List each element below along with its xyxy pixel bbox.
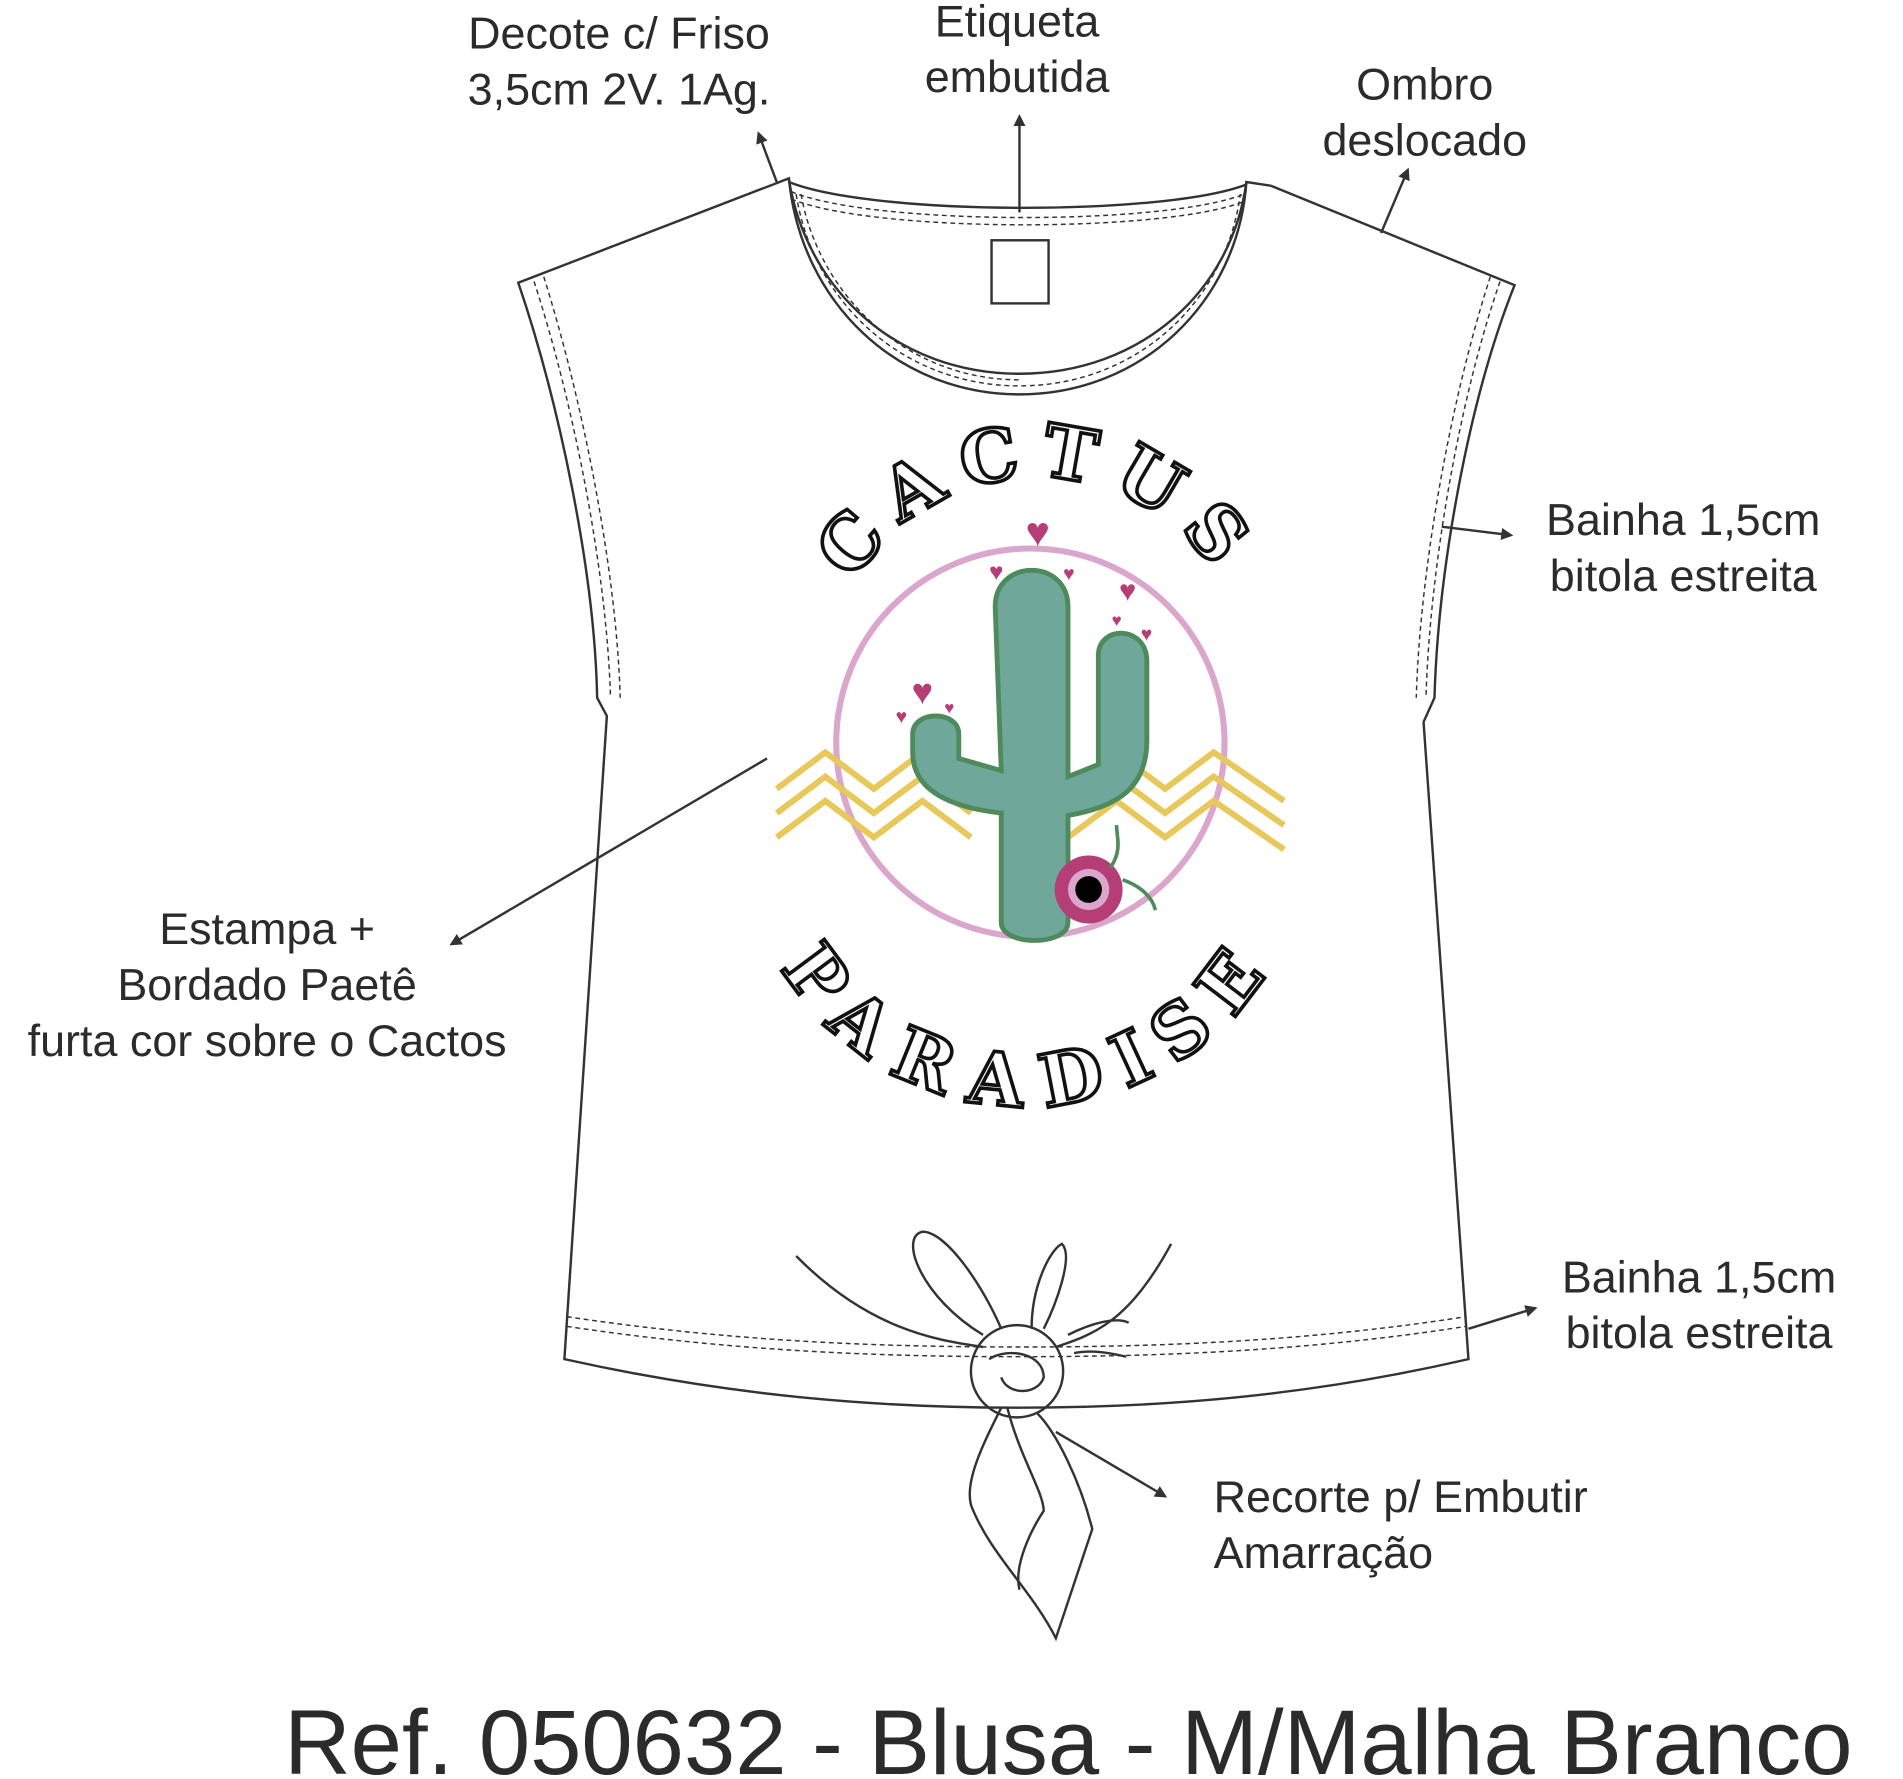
label-bottom-hem: Bainha 1,5cm bitola estreita [1562,1251,1836,1358]
flower-icon [1054,825,1158,924]
print-top-text: CACTUS [800,408,1276,593]
label-line: embutida [925,51,1110,102]
cactus-icon [910,567,1150,943]
label-line: Decote c/ Friso [468,8,770,59]
label-shoulder: Ombro deslocado [1322,59,1527,166]
reference-title: Ref. 050632 - Blusa - M/Malha Branco [284,1691,1852,1779]
callout-arrows [449,114,1538,1498]
label-neckline: Decote c/ Friso 3,5cm 2V. 1Ag. [468,8,771,115]
svg-text:♥: ♥ [989,559,1003,586]
arrow-cutout [1055,1430,1168,1498]
label-line: Estampa + [159,903,375,954]
label-line: Bordado Paetê [117,959,416,1010]
svg-text:♥: ♥ [944,699,954,718]
arrow-shoulder [1379,167,1410,234]
svg-text:♥: ♥ [896,707,908,728]
arrow-print [449,757,768,946]
label-line: Recorte p/ Embutir [1214,1471,1588,1522]
arrow-bottom-hem [1468,1305,1538,1330]
shirt-outline [516,176,1517,1409]
svg-text:♥: ♥ [1063,564,1075,585]
svg-text:♥: ♥ [1141,625,1153,646]
label-line: Ombro [1356,59,1493,110]
svg-text:♥: ♥ [1119,576,1136,608]
label-line: Etiqueta [935,0,1100,46]
cactus-paradise-print: ♥ ♥ ♥ ♥ ♥ ♥ ♥ ♥ ♥ CACTUS PARADISE [763,406,1286,1128]
svg-text:♥: ♥ [1026,509,1051,555]
label-print: Estampa + Bordado Paetê furta cor sobre … [28,903,507,1066]
label-sleeve-hem: Bainha 1,5cm bitola estreita [1546,494,1820,601]
label-cutout: Recorte p/ Embutir Amarração [1214,1471,1588,1578]
tie-knot [795,1230,1173,1642]
svg-text:♥: ♥ [911,672,933,712]
label-line: bitola estreita [1550,550,1817,601]
arrow-sleeve-hem [1441,525,1514,540]
hearts: ♥ ♥ ♥ ♥ ♥ ♥ ♥ ♥ ♥ [896,509,1153,728]
label-line: Amarração [1214,1527,1433,1578]
svg-text:♥: ♥ [1112,611,1122,630]
label-line: 3,5cm 2V. 1Ag. [468,63,771,114]
label-tag-callout: Etiqueta embutida [925,0,1110,102]
arrow-neckline [756,131,778,183]
label-line: furta cor sobre o Cactos [28,1015,507,1066]
label-line: bitola estreita [1566,1307,1833,1358]
label-tag [990,239,1050,305]
label-line: deslocado [1322,114,1527,165]
label-line: Bainha 1,5cm [1562,1251,1836,1302]
label-line: Bainha 1,5cm [1546,494,1820,545]
print-bottom-text: PARADISE [765,928,1285,1126]
